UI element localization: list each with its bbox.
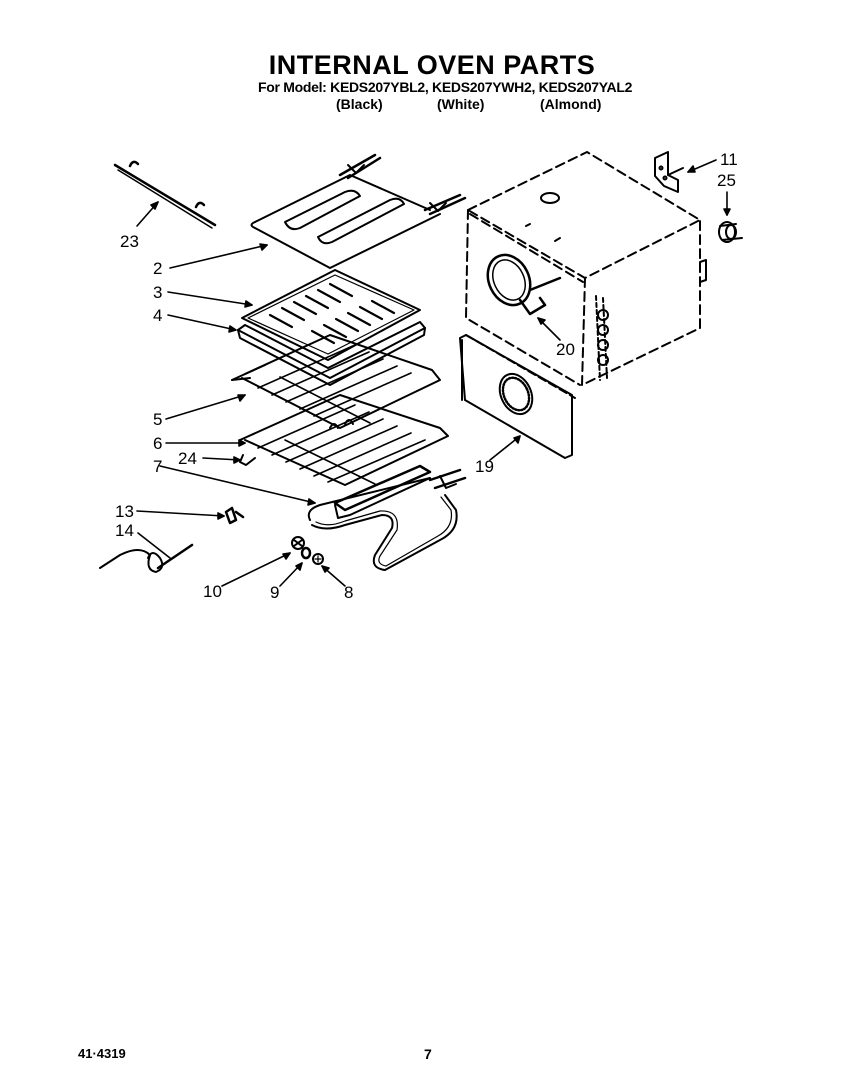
page-title: INTERNAL OVEN PARTS — [268, 50, 596, 80]
part-7-bake-element — [307, 464, 467, 571]
callout-13: 13 — [115, 502, 134, 521]
part-9-bulb — [300, 546, 312, 560]
callout-5: 5 — [153, 410, 163, 429]
callout-25: 25 — [717, 171, 736, 190]
model-line: For Model: KEDS207YBL2, KEDS207YWH2, KED… — [258, 79, 633, 95]
callout-2: 2 — [153, 259, 163, 278]
part-13-sensor-clip — [224, 506, 245, 525]
part-19-rear-panel — [459, 334, 576, 459]
callout-4: 4 — [153, 306, 163, 325]
part-25-clip — [718, 221, 743, 243]
page-number: 7 — [424, 1046, 432, 1062]
color-label-almond: (Almond) — [540, 96, 602, 112]
part-20-fan-ring — [486, 253, 562, 316]
callout-23: 23 — [120, 232, 139, 251]
callout-14: 14 — [115, 521, 134, 540]
callout-20: 20 — [556, 340, 575, 359]
part-14-sensor-probe — [99, 543, 194, 573]
leader-lines — [136, 159, 731, 587]
color-label-white: (White) — [437, 96, 485, 112]
callout-9: 9 — [270, 583, 280, 602]
oven-cavity-box — [465, 151, 701, 386]
part-6-lower-rack — [239, 394, 449, 486]
part-24-rack-stop — [239, 454, 256, 466]
part-2-broil-element — [250, 153, 467, 269]
callout-8: 8 — [344, 583, 354, 602]
callout-6: 6 — [153, 434, 163, 453]
part-10-bulb-socket — [291, 536, 305, 550]
callout-7: 7 — [153, 457, 163, 476]
callout-19: 19 — [475, 457, 494, 476]
callout-24: 24 — [178, 449, 197, 468]
oven-cavity-details — [525, 192, 707, 381]
part-8-lens — [312, 553, 324, 565]
part-4-broiler-pan — [237, 321, 426, 386]
callout-11: 11 — [720, 150, 738, 169]
part-5-upper-rack — [231, 334, 441, 429]
part-23-bracket — [113, 160, 217, 229]
document-number: 41·4319 — [78, 1046, 126, 1061]
part-11-hinge-bracket — [654, 151, 684, 193]
callout-10: 10 — [203, 582, 222, 601]
part-3-broiler-grid — [241, 269, 421, 361]
color-label-black: (Black) — [336, 96, 383, 112]
callout-3: 3 — [153, 283, 163, 302]
